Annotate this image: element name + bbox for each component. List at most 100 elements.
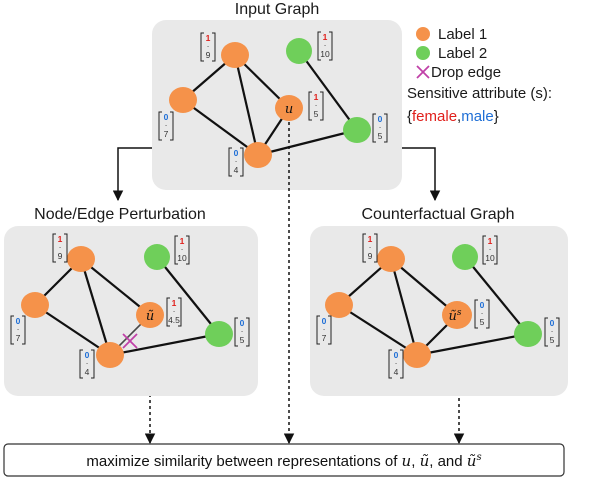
vector-entry: 1 — [206, 33, 211, 43]
vector-entry: 1 — [314, 92, 319, 102]
vector-top: 1·9 — [200, 32, 216, 62]
vector-entry: 7 — [164, 129, 169, 139]
vector-entry: · — [181, 244, 184, 254]
vector-entry: 0 — [378, 114, 383, 124]
counterfactual-title: Counterfactual Graph — [362, 206, 515, 223]
counterfactual-nodes: ũs — [325, 244, 542, 368]
vector-entry: 5 — [240, 335, 245, 345]
vector-entry: · — [551, 326, 554, 336]
drop-edge-icon — [416, 65, 430, 79]
vector-entry: · — [86, 358, 89, 368]
vector-bracket — [482, 235, 498, 265]
vector-bracket — [474, 299, 490, 329]
vector-left: 0·7 — [158, 111, 174, 141]
vector-entry: 1 — [172, 298, 177, 308]
node-top — [221, 42, 249, 68]
vector-entry: 0 — [164, 112, 169, 122]
vector-entry: 9 — [58, 251, 63, 261]
vector-entry: · — [489, 244, 492, 254]
p-node-ut — [136, 302, 164, 328]
node-bottom — [244, 142, 272, 168]
vector-bracket — [10, 315, 26, 345]
legend-drop-edge: Drop edge — [431, 64, 501, 81]
p-vector-right: 0·5 — [234, 317, 250, 347]
p-vector-ut: 1·4.5 — [166, 297, 182, 327]
legend-label2-swatch — [416, 46, 430, 60]
c-vector-bottom: 0·4 — [388, 349, 404, 379]
vector-entry: 4 — [394, 367, 399, 377]
vector-entry: 0 — [394, 350, 399, 360]
p-node-top — [67, 246, 95, 272]
objective-text: maximize similarity between representati… — [86, 452, 481, 470]
c-node-green-right — [514, 321, 542, 347]
c-vector-right: 0·5 — [544, 317, 560, 347]
vector-entry: 1 — [323, 32, 328, 42]
input-graph-panel: Input Graph u 1·9 1·10 0·7 1·5 0·4 0·5 — [152, 1, 402, 190]
drop-edge-mark — [122, 333, 138, 349]
objective-box: maximize similarity between representati… — [3, 443, 565, 477]
vector-entry: 4 — [234, 165, 239, 175]
vector-entry: 0 — [240, 318, 245, 328]
input-graph-title: Input Graph — [235, 1, 320, 18]
node-green-top — [286, 38, 312, 64]
p-vector-left: 0·7 — [10, 315, 26, 345]
p-vector-green-top: 1·10 — [174, 235, 190, 265]
node-left — [169, 87, 197, 113]
c-node-us-label: ũs — [449, 308, 462, 324]
vector-entry: 7 — [16, 333, 21, 343]
node-u-label: u — [285, 102, 293, 117]
vector-entry: 5 — [378, 131, 383, 141]
vector-entry: 0 — [234, 148, 239, 158]
c-node-green-top — [452, 244, 478, 270]
perturbation-panel: Node/Edge Perturbation ũ 1·9 1·1 — [4, 206, 258, 396]
vector-bottom: 0·4 — [228, 147, 244, 177]
legend-label1-swatch — [416, 27, 430, 41]
vector-bracket — [544, 317, 560, 347]
vector-bracket — [362, 233, 378, 263]
arrow-to-perturbation — [112, 147, 152, 202]
vector-entry: 0 — [16, 316, 21, 326]
c-node-us — [442, 301, 472, 329]
vector-entry: 0 — [322, 316, 327, 326]
c-node-bottom — [403, 342, 431, 368]
vector-entry: · — [379, 122, 382, 132]
c-vector-left: 0·7 — [316, 315, 332, 345]
vector-bracket — [388, 349, 404, 379]
c-node-top — [377, 246, 405, 272]
vector-entry: 0 — [480, 300, 485, 310]
vector-entry: · — [324, 40, 327, 50]
legend-label2: Label 2 — [438, 45, 487, 62]
vector-entry: · — [395, 358, 398, 368]
p-node-bottom — [96, 342, 124, 368]
p-vector-top: 1·9 — [52, 233, 68, 263]
vector-entry: · — [165, 120, 168, 130]
legend-female: female — [412, 108, 457, 125]
vector-entry: 4 — [85, 367, 90, 377]
vector-bracket — [52, 233, 68, 263]
vector-entry: · — [207, 41, 210, 51]
vector-entry: 1 — [58, 234, 63, 244]
vector-entry: 10 — [485, 253, 495, 263]
vector-entry: 4.5 — [168, 315, 180, 325]
c-vector-us: 0·5 — [474, 299, 490, 329]
input-graph-nodes: u — [169, 38, 371, 168]
vector-bracket — [166, 297, 182, 327]
perturbation-nodes: ũ — [21, 244, 233, 368]
c-vector-top: 1·9 — [362, 233, 378, 263]
vector-right: 0·5 — [372, 113, 388, 143]
vector-bracket — [316, 315, 332, 345]
p-node-green-top — [144, 244, 170, 270]
vector-u: 1·5 — [308, 91, 324, 121]
vector-entry: 5 — [550, 335, 555, 345]
vector-entry: · — [315, 100, 318, 110]
legend-sensitive-attribute: Sensitive attribute (s): — [407, 85, 552, 102]
vector-entry: 9 — [206, 50, 211, 60]
node-u — [275, 95, 303, 121]
node-green-right — [343, 117, 371, 143]
legend-male: male — [461, 108, 494, 125]
vector-entry: 1 — [488, 236, 493, 246]
vector-entry: · — [323, 324, 326, 334]
c-vector-green-top: 1·10 — [482, 235, 498, 265]
vector-bracket — [228, 147, 244, 177]
